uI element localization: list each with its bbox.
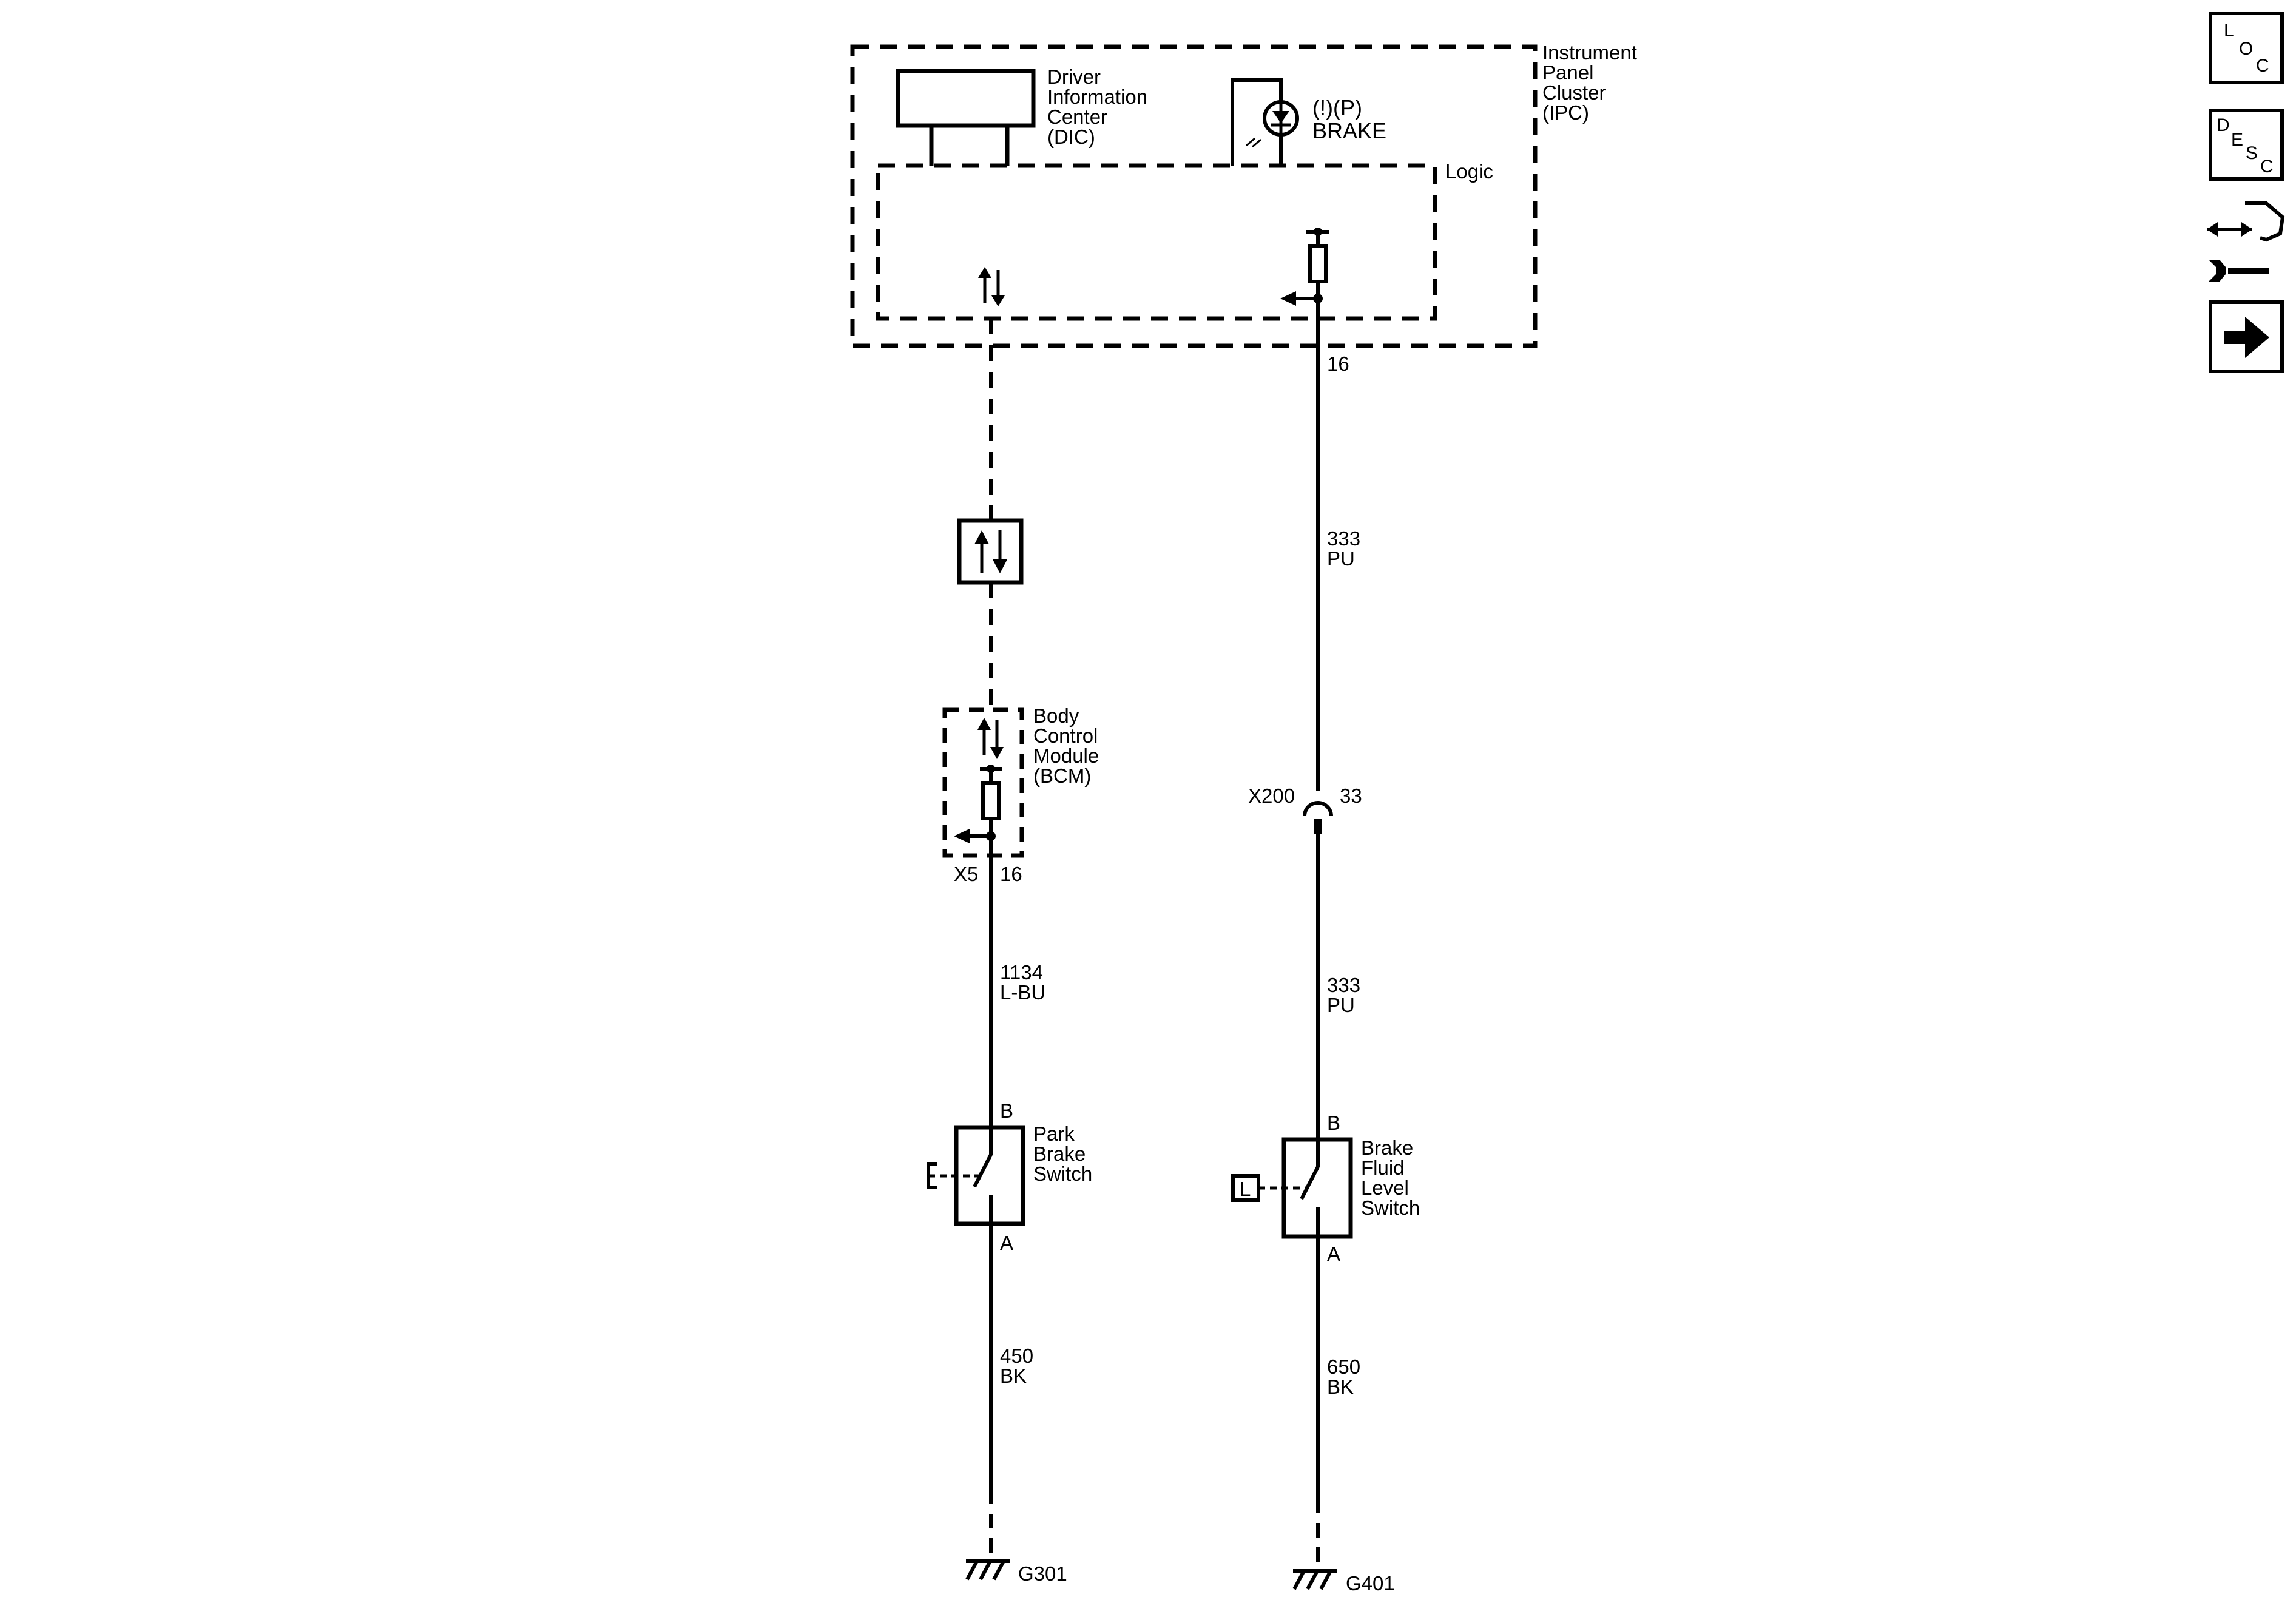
park-brake-switch <box>927 1125 1025 1226</box>
dic-name-line-3: Center <box>1047 106 1107 128</box>
park-switch-pin-b: B <box>1000 1099 1013 1122</box>
inline-connector-x200-icon <box>1303 801 1333 834</box>
bcm-outline <box>942 707 1024 858</box>
brake-fluid-level-switch: L <box>1231 1137 1353 1239</box>
loc-icon-letter-o: O <box>2239 39 2253 59</box>
bcm-name-line-3: Module <box>1033 744 1099 767</box>
wire-450-color: BK <box>1000 1365 1027 1387</box>
dic-box <box>896 69 1036 128</box>
fluid-switch-actuator-letter: L <box>1240 1178 1251 1200</box>
ipc-outline <box>850 44 1538 348</box>
ground-g401-label: G401 <box>1346 1572 1395 1595</box>
wire-333-upper-circuit: 333 <box>1327 527 1360 550</box>
wire-333-lower-circuit: 333 <box>1327 974 1360 996</box>
desc-icon-letter-e: E <box>2231 130 2243 150</box>
bcm-connector-pin: 16 <box>1000 863 1022 885</box>
ground-g301-icon <box>965 1559 1010 1581</box>
wire-1134-color: L-BU <box>1000 981 1045 1004</box>
fluid-switch-name-line-3: Level <box>1361 1176 1409 1199</box>
wire-1134-circuit: 1134 <box>1000 961 1043 984</box>
serial-data-symbol-icon <box>957 518 1024 585</box>
arrow-right-icon-shaft <box>2224 331 2248 344</box>
dic-name-line-1: Driver <box>1047 66 1101 88</box>
fluid-switch-name-line-1: Brake <box>1361 1136 1413 1159</box>
location-view-button[interactable]: L O C <box>2209 12 2284 84</box>
level-actuator-icon <box>1231 1174 1260 1202</box>
body-control-module <box>942 707 1024 858</box>
ipc-name-line-2: Panel <box>1542 61 1593 84</box>
connector-x200-pin: 33 <box>1340 785 1362 807</box>
loc-icon-letter-c: C <box>2256 56 2269 76</box>
park-switch-name-line-2: Brake <box>1033 1143 1086 1165</box>
park-switch-name-line-3: Switch <box>1033 1163 1092 1185</box>
ipc-name-line-4: (IPC) <box>1542 101 1589 124</box>
instrument-panel-cluster: Instrument Panel Cluster (IPC) Logic Dri… <box>850 41 1637 348</box>
brake-indicator-lamp <box>1231 78 1299 166</box>
ipc-name-line-3: Cluster <box>1542 81 1606 104</box>
park-switch-name-line-1: Park <box>1033 1122 1075 1145</box>
fluid-switch-pin-a: A <box>1327 1243 1340 1265</box>
bcm-name-line-4: (BCM) <box>1033 765 1091 787</box>
wire-333-lower-color: PU <box>1327 994 1355 1016</box>
wire-333-upper-color: PU <box>1327 547 1355 570</box>
ipc-pullup-resistor-icon <box>1280 228 1329 346</box>
fluid-switch-name-line-2: Fluid <box>1361 1156 1405 1179</box>
bcm-name-line-2: Control <box>1033 724 1098 747</box>
wire-450-circuit: 450 <box>1000 1345 1033 1367</box>
brake-warning-symbols: (!)(P) <box>1312 95 1362 120</box>
brake-lamp-label: BRAKE <box>1312 118 1386 143</box>
dic-name-line-2: Information <box>1047 86 1147 108</box>
connector-x200-name: X200 <box>1248 785 1295 807</box>
fluid-switch-name-line-4: Switch <box>1361 1197 1420 1219</box>
bcm-connector-name: X5 <box>954 863 978 885</box>
bcm-name-line-1: Body <box>1033 704 1079 727</box>
ipc-logic-label: Logic <box>1445 160 1493 183</box>
ipc-name-line-1: Instrument <box>1542 41 1637 64</box>
ground-g401-icon <box>1292 1569 1337 1590</box>
description-view-button[interactable]: D E S C <box>2209 109 2284 181</box>
next-page-arrow-button[interactable] <box>2209 300 2284 373</box>
fluid-switch-pin-b: B <box>1327 1112 1340 1134</box>
arrow-right-icon-head <box>2245 317 2269 358</box>
desc-icon-letter-c: C <box>2260 157 2274 177</box>
mechanical-actuator-icon <box>927 1162 937 1189</box>
desc-icon-letter-s: S <box>2246 143 2258 163</box>
ipc-serial-data-arrows-icon <box>978 267 1005 306</box>
dic-name-line-4: (DIC) <box>1047 126 1095 148</box>
wire-650-circuit: 650 <box>1327 1355 1360 1378</box>
ipc-connector-pin: 16 <box>1327 353 1349 375</box>
diagnostic-connector-wrench-icon[interactable] <box>2207 201 2285 282</box>
ground-g301-label: G301 <box>1018 1562 1067 1585</box>
desc-icon-letter-d: D <box>2217 115 2230 135</box>
park-switch-pin-a: A <box>1000 1232 1013 1254</box>
wire-650-color: BK <box>1327 1376 1354 1398</box>
loc-icon-letter-l: L <box>2224 21 2234 41</box>
ipc-logic-outline <box>876 163 1437 321</box>
